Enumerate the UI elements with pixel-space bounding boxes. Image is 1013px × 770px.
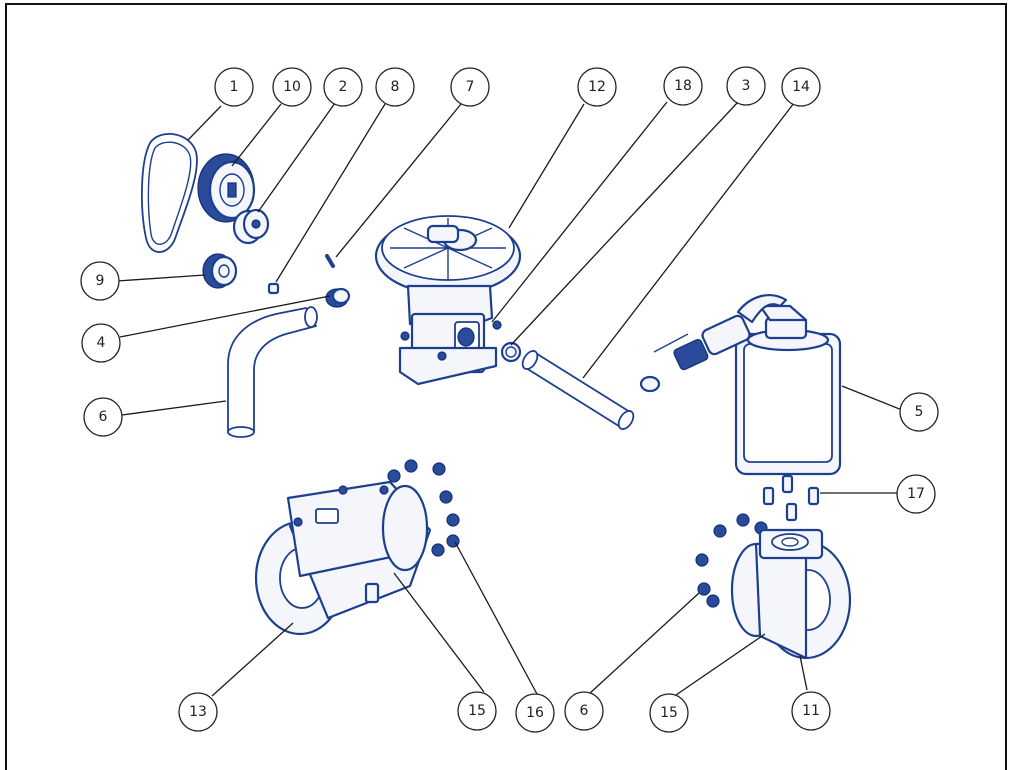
- callout-6-left: 6: [83, 397, 123, 437]
- callout-1: 1: [214, 67, 254, 107]
- tank-part: [639, 294, 842, 476]
- nuts-right-part: [695, 513, 768, 608]
- svg-text:3: 3: [742, 78, 751, 94]
- svg-text:6: 6: [99, 409, 108, 425]
- meter-body-part: [254, 480, 432, 636]
- svg-text:7: 7: [466, 79, 475, 95]
- nuts-part: [387, 459, 460, 557]
- callout-2: 2: [323, 67, 363, 107]
- elbow-hose-part: [227, 306, 318, 438]
- callout-17: 17: [896, 474, 936, 514]
- small-pulley-part: [202, 253, 238, 289]
- key-part: [267, 282, 280, 295]
- drawing-frame: [5, 3, 1007, 770]
- svg-text:17: 17: [907, 486, 925, 502]
- callout-13: 13: [178, 692, 218, 732]
- callout-11: 11: [791, 691, 831, 731]
- callout-10: 10: [272, 67, 312, 107]
- callout-5: 5: [899, 392, 939, 432]
- svg-text:4: 4: [97, 335, 106, 351]
- svg-text:11: 11: [802, 703, 820, 719]
- svg-text:1: 1: [230, 79, 239, 95]
- valve-body-part: [730, 528, 852, 660]
- callout-18: 18: [663, 66, 703, 106]
- callout-6-right: 6: [564, 691, 604, 731]
- hose-clamp-part: [500, 341, 522, 363]
- svg-text:15: 15: [468, 703, 486, 719]
- pump-head-part: [374, 215, 522, 386]
- svg-text:12: 12: [588, 79, 606, 95]
- callout-3: 3: [726, 66, 766, 106]
- bolts-part: [762, 474, 820, 522]
- svg-text:18: 18: [674, 78, 692, 94]
- callout-15-right: 15: [649, 693, 689, 733]
- bushing-part: [232, 208, 270, 245]
- svg-text:9: 9: [96, 273, 105, 289]
- callout-4: 4: [81, 323, 121, 363]
- callout-7: 7: [450, 67, 490, 107]
- drive-belt-part: [141, 133, 198, 253]
- callout-15-left: 15: [457, 691, 497, 731]
- callout-16: 16: [515, 693, 555, 733]
- callout-9: 9: [80, 261, 120, 301]
- straight-hose-part: [521, 350, 635, 430]
- svg-text:16: 16: [526, 705, 544, 721]
- callout-12: 12: [577, 67, 617, 107]
- set-screw-part: [325, 254, 335, 268]
- svg-text:15: 15: [660, 705, 678, 721]
- svg-text:10: 10: [283, 79, 301, 95]
- callout-14: 14: [781, 67, 821, 107]
- large-pulley-part: [197, 153, 256, 223]
- svg-text:8: 8: [391, 79, 400, 95]
- svg-text:5: 5: [915, 404, 924, 420]
- leader-lines: [116, 101, 903, 697]
- callout-8: 8: [375, 67, 415, 107]
- svg-text:13: 13: [189, 704, 207, 720]
- svg-text:6: 6: [580, 703, 589, 719]
- svg-text:2: 2: [339, 79, 348, 95]
- cap-part: [325, 287, 351, 308]
- svg-text:14: 14: [792, 79, 810, 95]
